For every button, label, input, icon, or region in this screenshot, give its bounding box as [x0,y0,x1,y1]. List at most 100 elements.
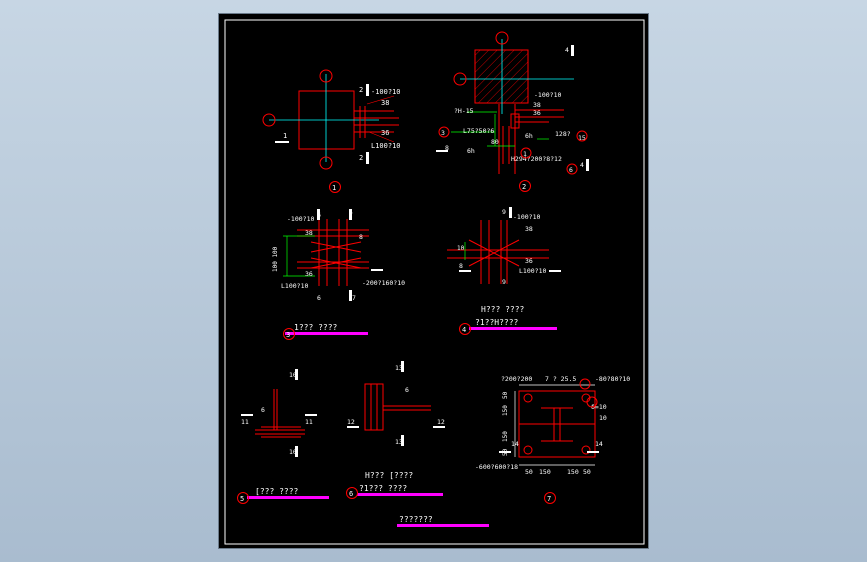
label-plate: -100?10 [371,88,401,96]
detail-2[interactable]: -100?10 38 36 ?H-15 L75?50?6 6h 128? 80 … [436,31,589,192]
label-1: 1 [283,132,287,140]
label-14a: 14 [511,440,519,448]
dim-l3: 150 [502,431,509,442]
label-8: 8 [459,262,463,270]
label-plate-top: -100?10 [287,215,314,223]
detail-number: 6 [349,490,353,498]
detail-title-2: ?1??H???? [475,318,519,327]
detail-number: 5 [240,495,244,503]
detail-number: 4 [462,326,466,334]
drawing-title-group[interactable]: ??????? [397,515,489,527]
detail-number-circle [283,328,295,340]
title-underline [469,327,557,330]
callout-3: 3 [441,129,445,137]
label-dim: 100 100 [272,246,279,272]
title-underline [357,493,443,496]
detail-number: 2 [522,183,526,191]
dim-b4: 50 [583,468,591,476]
detail-1[interactable]: -100?10 38 36 L100?10 1 2 2 1 [262,69,401,193]
joint-section [364,383,431,431]
dim-l2: 150 [502,405,509,416]
section-mark [366,84,369,96]
label-38: 38 [305,229,313,237]
label-38: 38 [533,101,541,109]
label-128: 128? [555,130,571,138]
section-mark [436,150,448,152]
label-top-left: ?200?200 [501,375,532,383]
drawing-sheet: -100?10 38 36 L100?10 1 2 2 1 [218,13,649,549]
axis-bubble [319,69,333,83]
label-13b: 13 [395,438,403,446]
label-15: 15 [578,134,586,142]
section-mark [586,159,589,171]
detail-number-circle [519,180,531,192]
drawing-title: ??????? [399,515,433,524]
detail-number-circle [459,323,471,335]
section-mark [571,45,574,56]
label-bottom-plate: -600?600?18 [475,463,518,471]
detail-3[interactable]: -100?10 38 36 -200?160?10 L100?10 6 7 6 … [272,209,405,340]
dim-b1: 50 [525,468,533,476]
detail-number: 3 [286,331,290,339]
section-mark [275,141,289,143]
label-6h2: 6h [467,147,475,155]
axis-bubble [495,31,509,45]
label-4a: 4 [565,46,569,54]
joint-section [255,389,305,438]
column-base [519,393,595,455]
label-8: 8 [359,233,363,241]
label-angle: L75?50?6 [463,127,494,135]
callout-circle [566,163,578,175]
label-top-right: -80?80?10 [595,375,630,383]
label-plate: -100?10 [534,91,561,99]
detail-6[interactable]: 13 13 12 12 6 H??? [???? ?1??? ???? 6 [346,361,446,499]
dimension-lines [283,235,315,277]
dim-b2: 150 [539,468,551,476]
detail-title-1: H??? [???? [365,471,413,480]
detail-7[interactable]: ?200?200 7 ? 25.5 -80?80?10 δ=10 10 14 1… [475,375,630,504]
label-13a: 13 [395,364,403,372]
label-2a: 2 [359,86,363,94]
detail-title-1: H??? ???? [481,305,525,314]
label-10a: 10 [289,371,297,379]
dimension-lines [451,111,549,147]
label-6: 6 [405,386,409,394]
detail-number: 7 [547,495,551,503]
detail-title-2: ?1??? ???? [359,484,407,493]
label-beam: H294?200?8?12 [511,155,562,163]
title-underline [397,524,489,527]
column-hatched [474,49,529,104]
label-plate: -100?10 [513,213,540,221]
callout-1: 1 [523,150,527,158]
label-tube: ?H-15 [454,107,474,115]
dimension-lines [514,384,595,466]
joint-plan [447,220,549,284]
label-36: 36 [305,270,313,278]
callout-circle [576,130,588,142]
label-2b: 2 [359,154,363,162]
label-38: 38 [381,99,389,107]
label-l: 8 [445,144,449,152]
section-mark [366,152,369,164]
sheet-border [224,19,645,545]
detail-4[interactable]: -100?10 38 36 L100?10 8 9 9 10 H??? ????… [447,207,561,335]
callout-6: 6 [569,166,573,174]
detail-title: [??? ???? [255,487,299,496]
label-6: 6 [261,406,265,414]
label-6h: 6h [525,132,533,140]
label-angle: L100?10 [371,142,401,150]
detail-number-circle [237,492,249,504]
label-38: 38 [525,225,533,233]
label-4b: 4 [580,161,584,169]
callout-circle [520,147,532,159]
label-14b: 14 [595,440,603,448]
label-7b: 7 [352,294,356,302]
label-angle: L100?10 [281,282,308,290]
label-12b: 12 [437,418,445,426]
bolt-group [354,106,399,138]
callout-circle [438,126,450,138]
label-plate-bot: -200?160?10 [362,279,405,287]
detail-number-circle [346,487,358,499]
detail-5[interactable]: 10 10 11 11 6 [??? ???? 5 [237,369,330,504]
